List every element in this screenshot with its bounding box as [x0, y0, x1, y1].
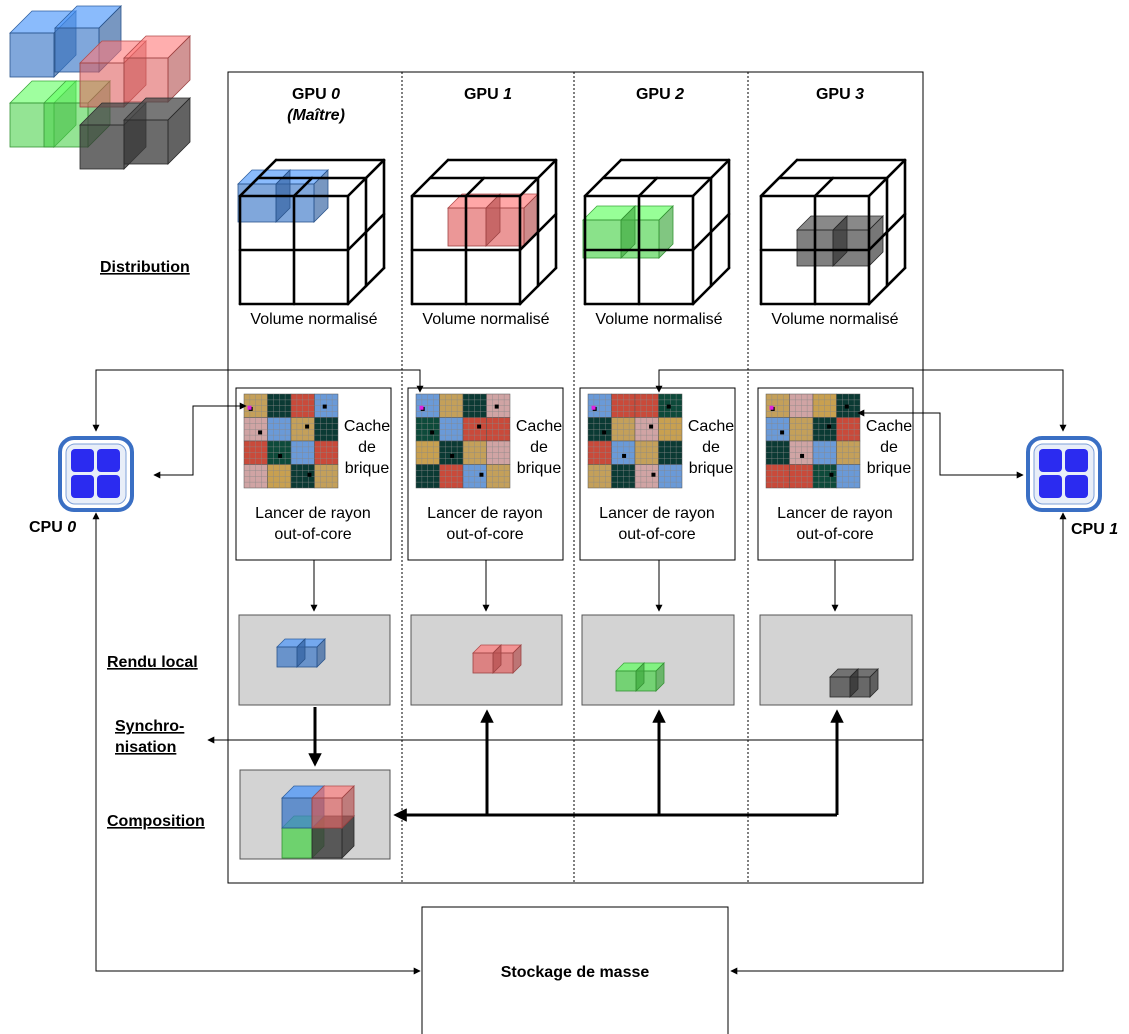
raycast-label: out-of-core	[618, 526, 695, 543]
cube-icon	[615, 662, 645, 692]
brick-cache-grid-icon	[415, 393, 511, 489]
volume-label: Volume normalisé	[250, 311, 377, 328]
local-render-cube-icon	[472, 644, 522, 674]
normalized-volume-cube-icon	[759, 158, 907, 306]
row-label-synchronisation-2: nisation	[115, 739, 176, 756]
volume-label: Volume normalisé	[595, 311, 722, 328]
brick-cache-grid-icon	[243, 393, 339, 489]
cube-icon	[276, 638, 306, 668]
cpu-0-label: CPU 0	[29, 519, 76, 536]
cpu-0-chip-icon	[58, 436, 134, 512]
raycast-label: out-of-core	[796, 526, 873, 543]
cpu1-to-gpu3-cache-link	[857, 409, 1024, 479]
cache-label: brique	[867, 460, 912, 477]
cpu-1-chip-icon	[1026, 436, 1102, 512]
cache-label: de	[358, 439, 376, 456]
cache-label: Cache	[516, 418, 562, 435]
brick-cache-grid-icon	[765, 393, 861, 489]
volume-label: Volume normalisé	[422, 311, 549, 328]
raycast-label: Lancer de rayon	[427, 505, 543, 522]
normalized-volume-cube-icon	[410, 158, 558, 306]
brick-cache-grid-icon	[587, 393, 683, 489]
cache-label: brique	[345, 460, 390, 477]
gpu-0-role: (Maître)	[287, 107, 345, 124]
cache-label: Cache	[688, 418, 734, 435]
local-render-panel	[581, 614, 735, 706]
cache-label: brique	[517, 460, 562, 477]
cube-icon	[123, 35, 191, 103]
mass-storage-label: Stockage de masse	[501, 964, 650, 981]
cpu0-to-gpu0-cache-link	[153, 402, 247, 479]
local-render-cube-icon	[829, 668, 879, 698]
sub-volume-1-icon	[447, 193, 539, 247]
gpu-2-header: GPU 2	[636, 86, 684, 103]
cache-label: Cache	[866, 418, 912, 435]
cube-icon	[123, 97, 191, 165]
composite-cube-icon	[281, 785, 355, 859]
cube-icon	[796, 215, 848, 267]
raycast-label: Lancer de rayon	[599, 505, 715, 522]
gpu-1-header: GPU 1	[464, 86, 512, 103]
cube-icon	[447, 193, 501, 247]
cpu1-to-storage-link	[730, 512, 1067, 975]
normalized-volume-cube-icon	[582, 158, 731, 306]
row-label-distribution: Distribution	[100, 259, 190, 276]
raycast-label: out-of-core	[274, 526, 351, 543]
cube-icon	[472, 644, 502, 674]
cube-icon	[311, 785, 355, 829]
raycast-label: out-of-core	[446, 526, 523, 543]
gpu-3-header: GPU 3	[816, 86, 864, 103]
volume-label: Volume normalisé	[771, 311, 898, 328]
mass-storage-box	[421, 906, 729, 1034]
cpu0-to-gpu1-cache-link	[92, 369, 424, 432]
cache-label: de	[530, 439, 548, 456]
cache-label: de	[702, 439, 720, 456]
cache-label: de	[880, 439, 898, 456]
cache-label: brique	[689, 460, 734, 477]
local-render-cube-icon	[276, 638, 326, 668]
normalized-volume-cube-icon	[237, 158, 386, 306]
cpu1-to-gpu2-cache-link	[655, 369, 1067, 432]
cpu0-to-storage-link	[92, 512, 421, 975]
raycast-label: Lancer de rayon	[777, 505, 893, 522]
gpu-0-header: GPU 0	[292, 86, 340, 103]
row-label-rendu-local: Rendu local	[107, 654, 198, 671]
cpu-1-label: CPU 1	[1071, 521, 1118, 538]
cache-label: Cache	[344, 418, 390, 435]
local-render-cube-icon	[615, 662, 665, 692]
raycast-label: Lancer de rayon	[255, 505, 371, 522]
logo-cubes-icon	[9, 5, 191, 170]
cube-icon	[582, 205, 636, 259]
row-label-synchronisation-1: Synchro-	[115, 718, 184, 735]
row-label-composition: Composition	[107, 813, 205, 830]
cube-icon	[829, 668, 859, 698]
